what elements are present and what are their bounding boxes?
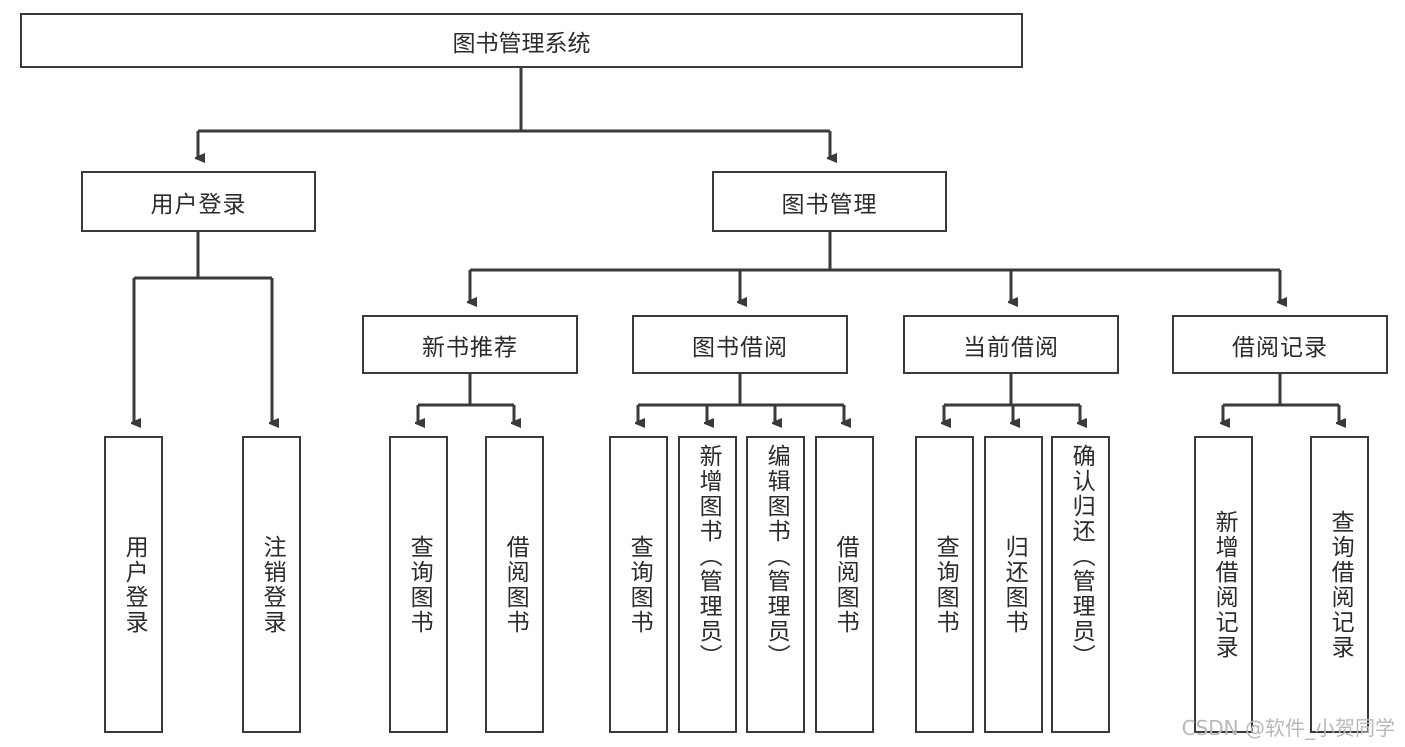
node-borrow-record-label: 借阅记录 [1232, 334, 1328, 361]
node-leaf-return-book[interactable]: 归还图书 [984, 436, 1043, 733]
node-leaf-confirm-return-label: 确认归还（管理员） [1068, 444, 1095, 669]
node-book-borrow[interactable]: 图书借阅 [632, 315, 848, 374]
node-leaf-return-book-label: 归还图书 [1001, 534, 1028, 635]
node-leaf-borrow-book-2-label: 借阅图书 [832, 534, 859, 635]
node-leaf-add-book-label: 新增图书（管理员） [695, 444, 722, 669]
node-leaf-user-login[interactable]: 用户登录 [104, 436, 163, 733]
node-leaf-add-record[interactable]: 新增借阅记录 [1194, 436, 1253, 733]
node-leaf-query-record-label: 查询借阅记录 [1327, 509, 1354, 660]
node-book-management-label: 图书管理 [781, 191, 878, 218]
node-leaf-query-book-1[interactable]: 查询图书 [389, 436, 448, 733]
node-leaf-edit-book[interactable]: 编辑图书（管理员） [746, 436, 805, 733]
node-user-login-label: 用户登录 [150, 191, 247, 218]
node-leaf-borrow-book-2[interactable]: 借阅图书 [815, 436, 874, 733]
node-leaf-borrow-book-1[interactable]: 借阅图书 [485, 436, 544, 733]
watermark: CSDN @软件_小贺同学 [1181, 716, 1395, 740]
node-leaf-logout-login[interactable]: 注销登录 [242, 436, 301, 733]
node-leaf-query-book-1-label: 查询图书 [406, 534, 433, 635]
node-new-book-recommend[interactable]: 新书推荐 [362, 315, 578, 374]
node-leaf-query-book-3-label: 查询图书 [932, 534, 959, 635]
node-book-management[interactable]: 图书管理 [712, 171, 947, 232]
node-leaf-query-record[interactable]: 查询借阅记录 [1310, 436, 1369, 733]
node-current-borrow[interactable]: 当前借阅 [903, 315, 1119, 374]
node-book-borrow-label: 图书借阅 [692, 334, 788, 361]
node-root[interactable]: 图书管理系统 [20, 13, 1023, 68]
node-new-book-recommend-label: 新书推荐 [422, 334, 518, 361]
node-leaf-query-book-3[interactable]: 查询图书 [915, 436, 974, 733]
node-leaf-user-login-label: 用户登录 [121, 534, 148, 635]
node-leaf-edit-book-label: 编辑图书（管理员） [763, 444, 790, 669]
node-borrow-record[interactable]: 借阅记录 [1172, 315, 1388, 374]
node-leaf-add-record-label: 新增借阅记录 [1211, 509, 1238, 660]
node-leaf-logout-login-label: 注销登录 [259, 534, 286, 635]
node-leaf-borrow-book-1-label: 借阅图书 [502, 534, 529, 635]
node-leaf-confirm-return[interactable]: 确认归还（管理员） [1051, 436, 1110, 733]
node-leaf-add-book[interactable]: 新增图书（管理员） [678, 436, 737, 733]
node-user-login[interactable]: 用户登录 [81, 171, 316, 232]
node-leaf-query-book-2[interactable]: 查询图书 [609, 436, 668, 733]
node-leaf-query-book-2-label: 查询图书 [626, 534, 653, 635]
node-current-borrow-label: 当前借阅 [963, 334, 1059, 361]
node-root-label: 图书管理系统 [452, 30, 591, 57]
